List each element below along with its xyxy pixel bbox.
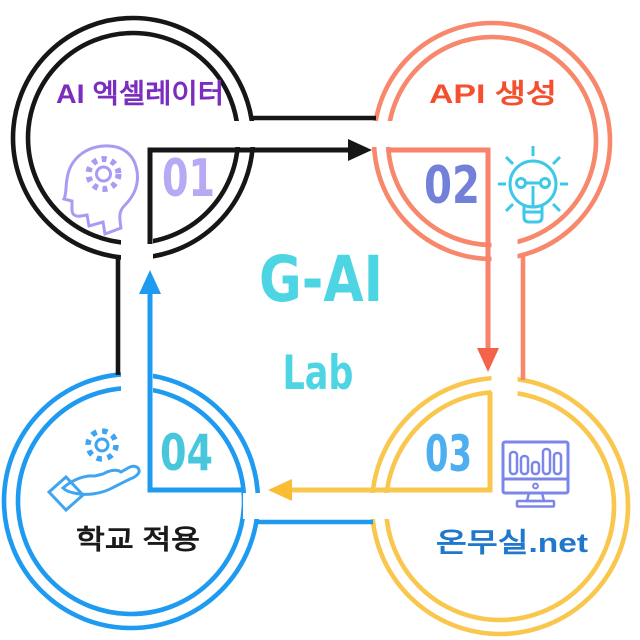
step3-label: 온무실.net	[436, 528, 588, 558]
step2-ring-inner	[385, 34, 599, 248]
arrowhead-up-icon	[139, 270, 161, 294]
title-line2: Lab	[283, 346, 354, 401]
step4-label: 학교 적용	[76, 525, 200, 555]
step4-ring-inner	[15, 385, 247, 617]
arrowhead-right-icon	[348, 139, 372, 161]
lightbulb-idea-icon	[498, 146, 568, 224]
step4-ring-outer	[1, 371, 261, 631]
arrow-step3-to-step4	[291, 392, 493, 493]
arrowhead-down-icon	[477, 348, 499, 372]
step1-ring-outer	[10, 15, 256, 261]
title-line1: G-AI	[259, 243, 383, 316]
arrowhead-left-icon	[268, 479, 292, 501]
arrow-step2-to-step3	[388, 147, 491, 349]
step1-label: AI 엑셀레이터	[56, 79, 224, 109]
arrow-step4-to-step1	[147, 293, 245, 493]
arrow-step1-to-step2	[147, 147, 349, 244]
step4-number: 04	[160, 424, 213, 482]
step2-number: 02	[424, 156, 480, 216]
step1-number: 01	[162, 149, 215, 209]
monitor-chart-icon	[501, 440, 570, 508]
step2-label: API 생성	[429, 79, 557, 109]
hand-gear-icon	[46, 428, 141, 513]
step3-number: 03	[425, 425, 472, 483]
step1-ring-inner	[25, 30, 241, 246]
head-gears-icon	[61, 144, 139, 237]
